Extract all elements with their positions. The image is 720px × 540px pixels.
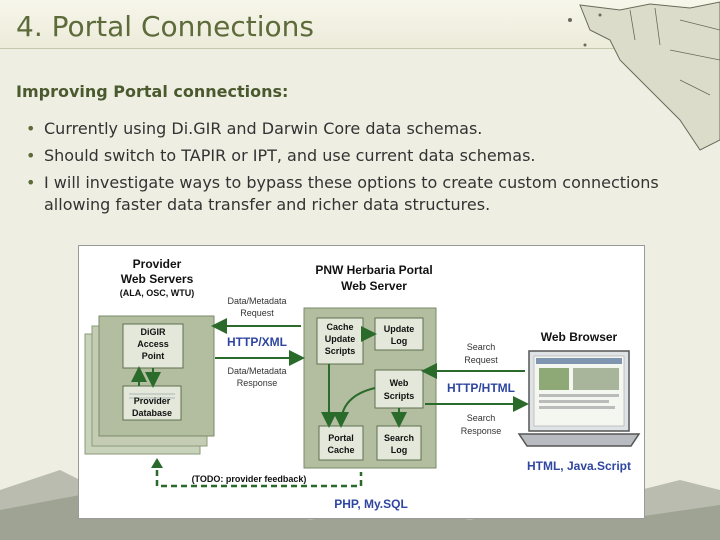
data-request-line2: Request [240,308,274,318]
web-scripts-line2: Scripts [384,391,415,401]
digir-line3: Point [142,351,165,361]
cache-scripts-line1: Cache [326,322,353,332]
laptop-icon [519,351,639,446]
update-log-line1: Update [384,324,415,334]
bullet-list: • Currently using Di.GIR and Darwin Core … [26,118,666,221]
data-response-line1: Data/Metadata [227,366,286,376]
bullet-text: I will investigate ways to bypass these … [44,173,659,214]
digir-line1: DiGIR [140,327,166,337]
portal-title-line1: PNW Herbaria Portal [315,263,432,277]
search-log-line2: Log [391,445,408,455]
data-request-line1: Data/Metadata [227,296,286,306]
bullet-item: • Currently using Di.GIR and Darwin Core … [26,118,666,140]
bullet-icon: • [26,172,35,194]
update-log-line2: Log [391,336,408,346]
slide-title: 4. Portal Connections [16,10,314,43]
cache-scripts-line3: Scripts [325,346,356,356]
web-scripts-box [375,370,423,408]
bullet-item: • Should switch to TAPIR or IPT, and use … [26,145,666,167]
portal-cache-line1: Portal [328,433,354,443]
http-xml-label: HTTP/XML [227,335,287,349]
provider-db-line1: Provider [134,396,171,406]
browser-title: Web Browser [541,330,618,344]
provider-title-line2: Web Servers [121,272,194,286]
http-html-label: HTTP/HTML [447,381,515,395]
search-log-line1: Search [384,433,414,443]
search-response-line1: Search [467,413,496,423]
search-request-line2: Request [464,355,498,365]
web-scripts-line1: Web [390,378,409,388]
digir-line2: Access [137,339,169,349]
bullet-text: Should switch to TAPIR or IPT, and use c… [44,146,536,165]
browser-tech: HTML, Java.Script [527,459,631,473]
portal-cache-line2: Cache [327,445,354,455]
subheading: Improving Portal connections: [16,82,288,101]
bullet-text: Currently using Di.GIR and Darwin Core d… [44,119,482,138]
search-request-line1: Search [467,342,496,352]
architecture-diagram: Provider Web Servers (ALA, OSC, WTU) DiG… [78,245,645,519]
provider-title-line1: Provider [133,257,182,271]
search-response-line2: Response [461,426,502,436]
portal-title-line2: Web Server [341,279,407,293]
bullet-icon: • [26,145,35,167]
bullet-icon: • [26,118,35,140]
portal-tech: PHP, My.SQL [334,497,408,511]
provider-db-line2: Database [132,408,172,418]
todo-label: (TODO: provider feedback) [192,474,307,484]
bullet-item: • I will investigate ways to bypass these… [26,172,666,216]
cache-scripts-line2: Update [325,334,356,344]
data-response-line2: Response [237,378,278,388]
feedback-arrowhead [151,458,163,468]
provider-subtitle: (ALA, OSC, WTU) [120,288,195,298]
